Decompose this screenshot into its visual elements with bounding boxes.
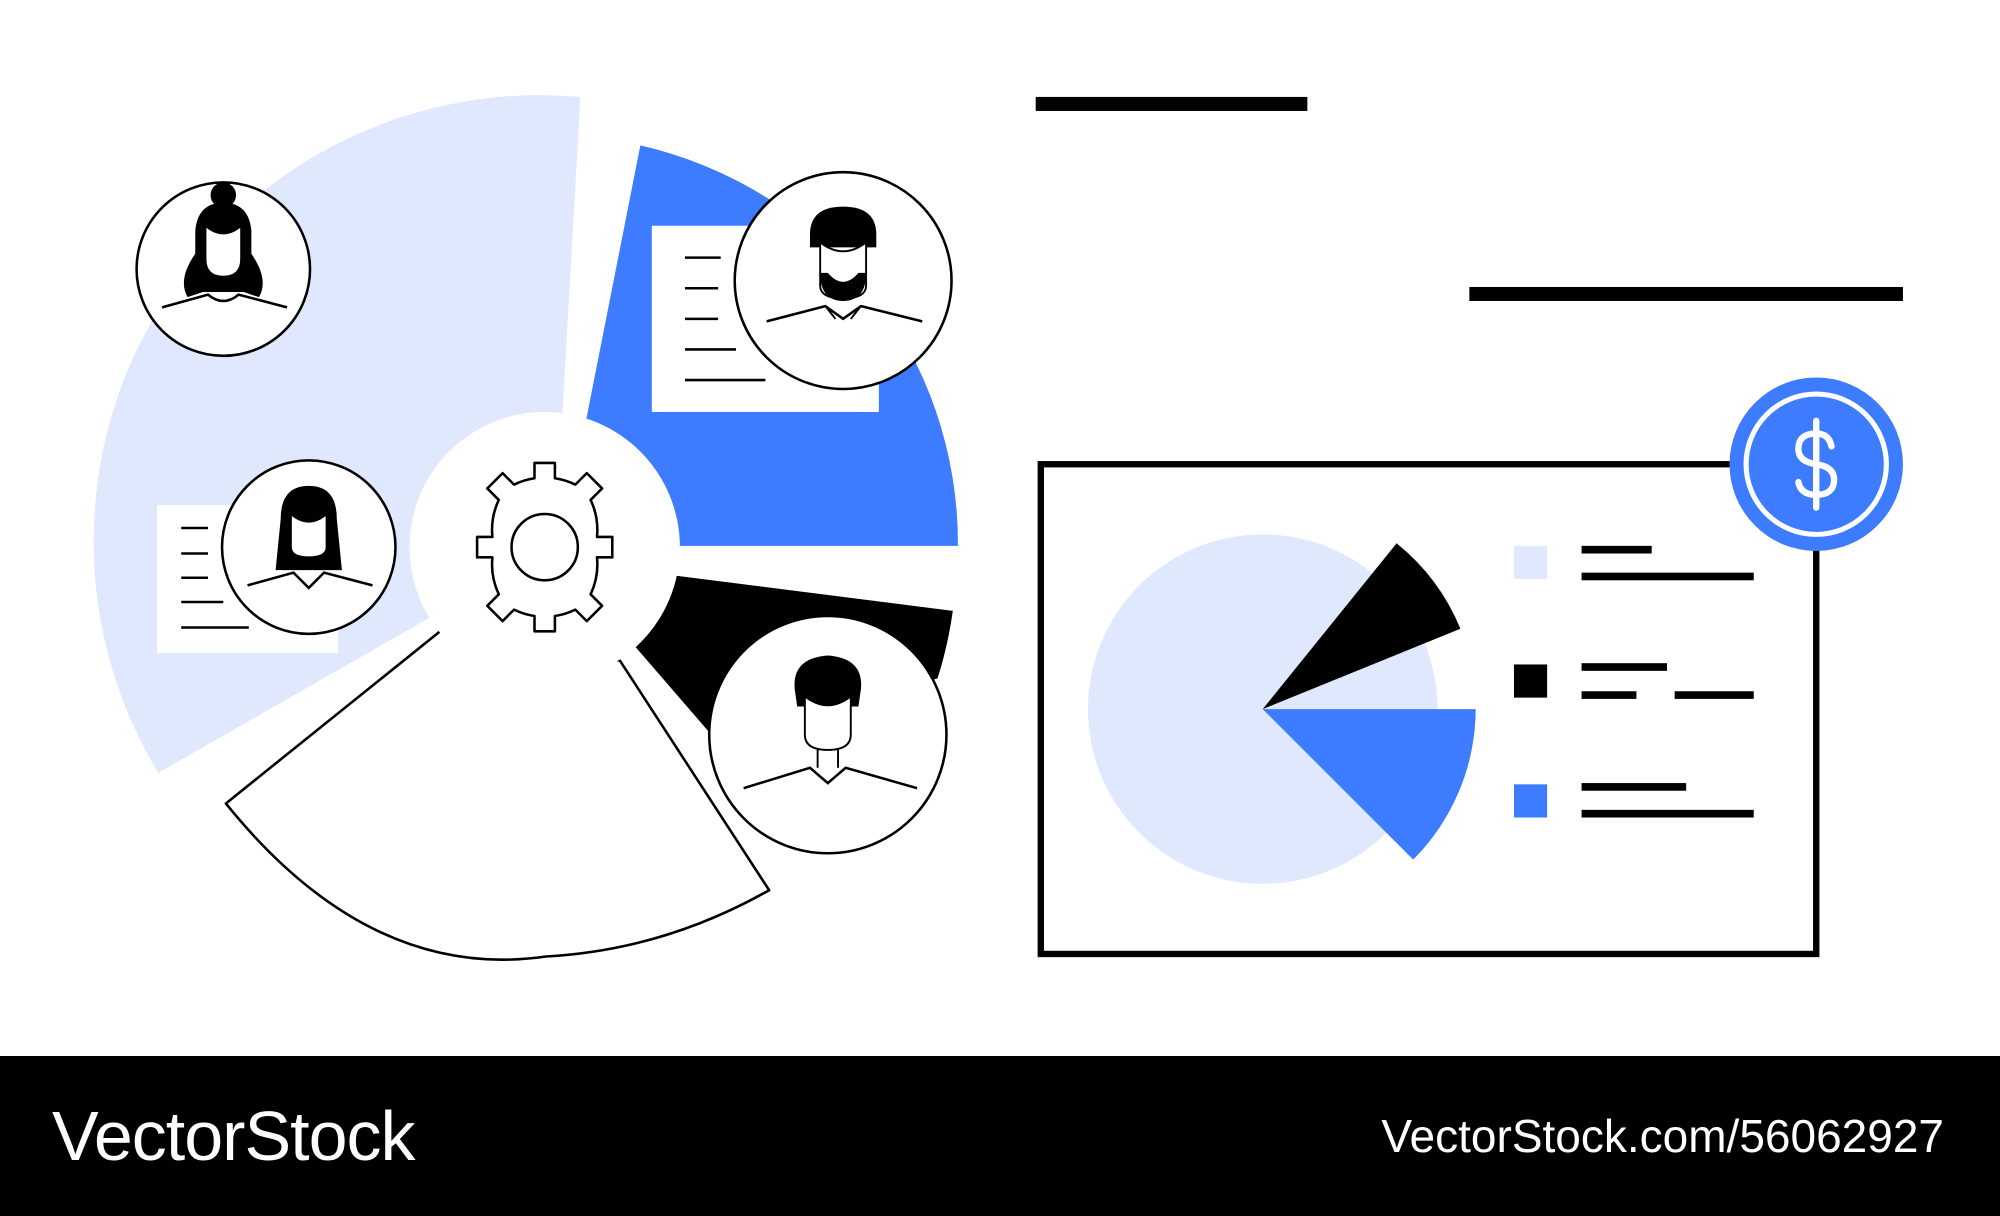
chart-window [1037, 461, 1820, 958]
watermark-url: VectorStock.com/56062927 [1381, 1110, 1944, 1162]
text-placeholder-lines [1035, 96, 1903, 301]
legend-icon [1513, 545, 1754, 818]
person-avatar [220, 459, 397, 636]
person-avatar [733, 170, 953, 391]
dollar-coin-icon [1729, 377, 1903, 551]
watermark-bar: VectorStock VectorStock.com/56062927 [0, 1056, 2000, 1216]
hair-bun-icon [210, 182, 237, 208]
person-avatar [707, 614, 948, 855]
gear-icon [475, 461, 614, 633]
team-pie-diagram [93, 95, 958, 961]
pie-sector-outline [224, 630, 771, 961]
watermark-brand: VectorStock [52, 1097, 416, 1175]
person-avatar [135, 181, 312, 358]
pie-chart-icon [1088, 534, 1476, 884]
illustration [93, 95, 1903, 961]
